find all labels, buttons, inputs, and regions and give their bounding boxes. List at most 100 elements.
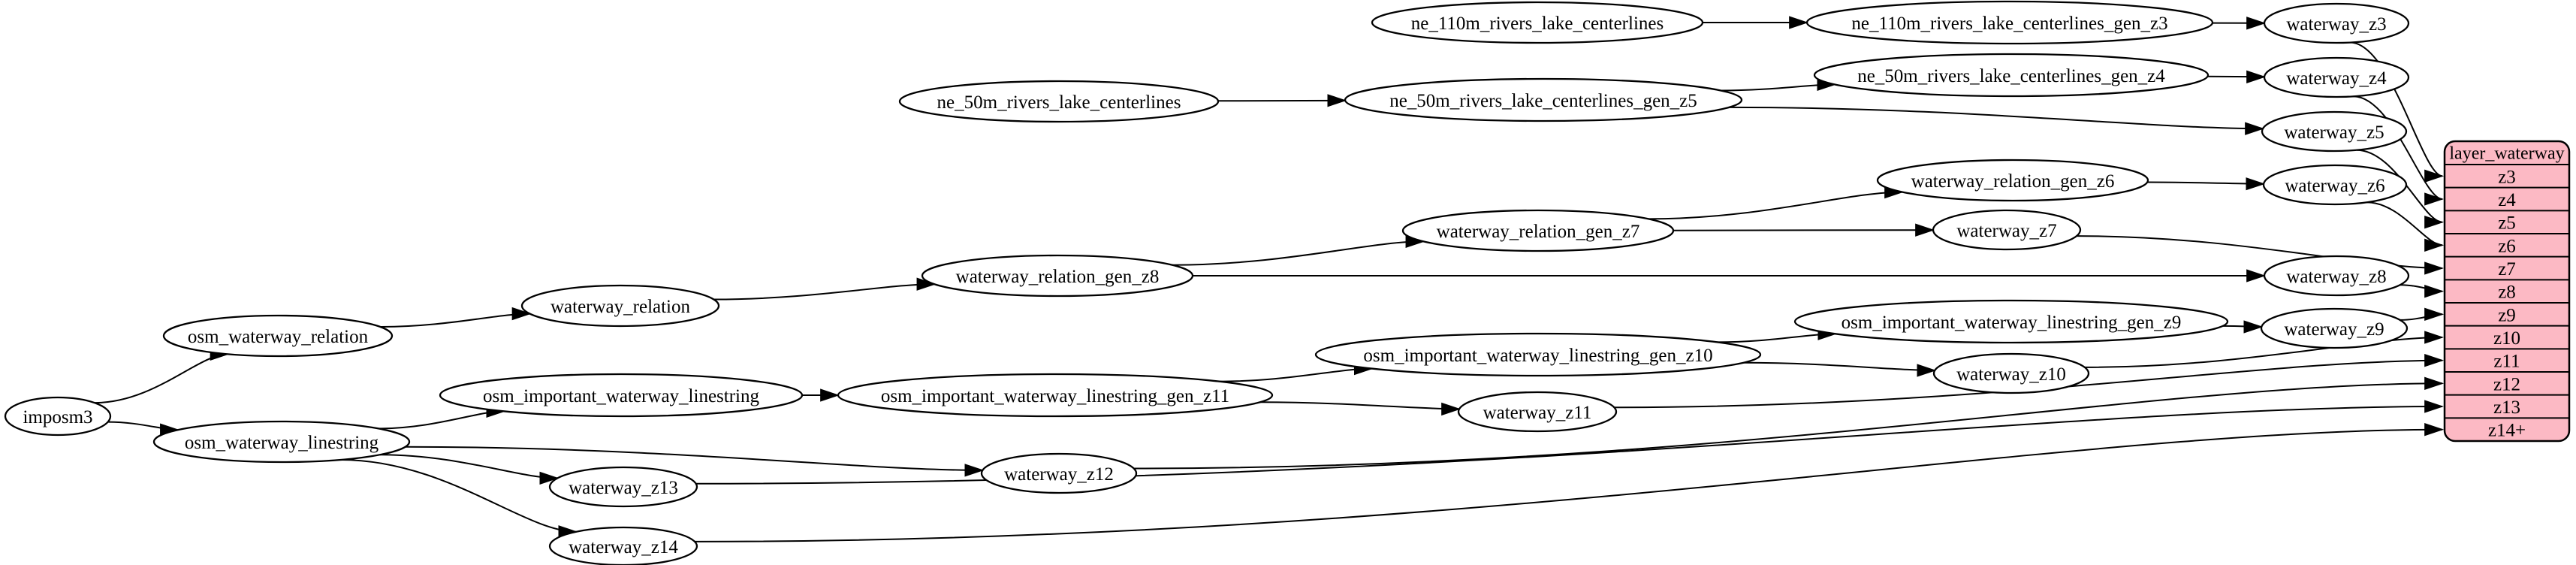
edge-waterway_z10-to-layer_waterway-z10 [2084, 331, 2445, 368]
edge-waterway_z7-to-layer_waterway-z7 [2077, 235, 2445, 275]
nodes-layer: imposm3 osm_waterway_relation osm_waterway… [4, 0, 2410, 565]
node-shape-osm_important_waterway_linestring [439, 373, 804, 418]
node-label-osm_important_waterway_linestring_gen_z9: osm_important_waterway_linestring_gen_z9 [1842, 313, 2182, 333]
edge-osm_waterway_linestring-to-waterway_z13 [379, 454, 560, 485]
node-label-ne_110m_rivers_lake_centerlines: ne_110m_rivers_lake_centerlines [1411, 14, 1664, 34]
record-row-z14+: z14+ [2488, 421, 2526, 441]
record-row-z11: z11 [2493, 352, 2520, 372]
node-shape-waterway_z3 [2263, 2, 2410, 44]
node-osm_important_waterway_linestring_gen_z11: osm_important_waterway_linestring_gen_z1… [837, 373, 1274, 418]
node-shape-waterway_relation_gen_z8 [921, 254, 1194, 298]
node-label-waterway_z5: waterway_z5 [2284, 122, 2384, 143]
edge-osm_waterway_linestring-to-waterway_z14 [340, 459, 578, 539]
node-shape-waterway_z13 [548, 466, 698, 508]
node-ne_50m_rivers_lake_centerlines_gen_z4: ne_50m_rivers_lake_centerlines_gen_z4 [1813, 53, 2210, 98]
node-label-waterway_relation: waterway_relation [550, 297, 691, 317]
node-shape-imposm3 [4, 396, 112, 437]
record-row-z10: z10 [2493, 328, 2520, 349]
edge-waterway_relation_gen_z7-to-waterway_z7 [1673, 223, 1935, 237]
node-shape-osm_waterway_relation [162, 314, 394, 358]
node-shape-ne_50m_rivers_lake_centerlines [898, 80, 1220, 123]
node-waterway_relation_gen_z6: waterway_relation_gen_z6 [1876, 159, 2149, 202]
node-label-ne_50m_rivers_lake_centerlines: ne_50m_rivers_lake_centerlines [937, 92, 1181, 113]
edge-osm_important_waterway_linestring_gen_z9-to-waterway_z9 [2222, 320, 2264, 334]
node-label-osm_important_waterway_linestring_gen_z11: osm_important_waterway_linestring_gen_z1… [881, 386, 1229, 406]
node-label-waterway_relation_gen_z7: waterway_relation_gen_z7 [1437, 222, 1640, 242]
edge-waterway_relation_gen_z7-to-waterway_relation_gen_z6 [1648, 185, 1905, 220]
edge-osm_waterway_relation-to-waterway_relation [380, 307, 532, 328]
node-label-imposm3: imposm3 [23, 407, 92, 428]
node-label-osm_waterway_relation: osm_waterway_relation [188, 327, 369, 347]
edge-waterway_z3-to-layer_waterway-z3 [2350, 41, 2445, 183]
node-osm_waterway_relation: osm_waterway_relation [162, 314, 394, 358]
node-waterway_z14: waterway_z14 [548, 526, 698, 565]
node-shape-waterway_z8 [2263, 255, 2410, 297]
node-label-waterway_z6: waterway_z6 [2285, 176, 2384, 196]
edge-osm_waterway_linestring-to-waterway_z12 [405, 446, 985, 477]
node-label-osm_waterway_linestring: osm_waterway_linestring [185, 433, 379, 453]
node-waterway_z13: waterway_z13 [548, 466, 698, 508]
edge-ne_50m_rivers_lake_centerlines_gen_z5-to-waterway_z5 [1729, 106, 2265, 135]
record-title: layer_waterway [2449, 144, 2564, 164]
record-row-z4: z4 [2498, 190, 2516, 210]
node-waterway_z7: waterway_z7 [1932, 209, 2082, 251]
node-label-waterway_z10: waterway_z10 [1956, 364, 2066, 385]
record-row-z7: z7 [2498, 259, 2516, 279]
node-shape-osm_waterway_linestring [152, 420, 411, 464]
node-imposm3: imposm3 [4, 396, 112, 437]
node-label-waterway_z12: waterway_z12 [1004, 464, 1114, 485]
node-waterway_z12: waterway_z12 [980, 452, 1138, 494]
record-layer-waterway: layer_waterwayz3z4z5z6z7z8z9z10z11z12z13… [2443, 140, 2571, 443]
node-osm_waterway_linestring: osm_waterway_linestring [152, 420, 411, 464]
edge-ne_50m_rivers_lake_centerlines_gen_z5-to-ne_50m_rivers_lake_centerlines_gen_z4 [1721, 77, 1837, 92]
edge-waterway_relation_gen_z8-to-waterway_relation_gen_z7 [1172, 234, 1425, 266]
record-row-z3: z3 [2498, 167, 2516, 187]
node-shape-ne_50m_rivers_lake_centerlines_gen_z4 [1813, 53, 2210, 98]
record-row-z8: z8 [2498, 282, 2516, 303]
node-osm_important_waterway_linestring_gen_z9: osm_important_waterway_linestring_gen_z9 [1793, 299, 2229, 344]
record-row-z9: z9 [2498, 305, 2516, 325]
node-label-waterway_z8: waterway_z8 [2286, 267, 2386, 287]
node-label-waterway_z13: waterway_z13 [569, 478, 678, 498]
node-label-waterway_z9: waterway_z9 [2284, 319, 2384, 340]
node-waterway_relation_gen_z8: waterway_relation_gen_z8 [921, 254, 1194, 298]
node-label-ne_50m_rivers_lake_centerlines_gen_z5: ne_50m_rivers_lake_centerlines_gen_z5 [1389, 91, 1697, 111]
node-shape-osm_important_waterway_linestring_gen_z11 [837, 373, 1274, 418]
node-ne_110m_rivers_lake_centerlines: ne_110m_rivers_lake_centerlines [1371, 1, 1704, 44]
node-shape-ne_110m_rivers_lake_centerlines_gen_z3 [1805, 0, 2214, 45]
edge-waterway_z11-to-layer_waterway-z11 [1614, 354, 2445, 409]
node-waterway_z3: waterway_z3 [2263, 2, 2410, 44]
node-label-waterway_relation_gen_z8: waterway_relation_gen_z8 [956, 267, 1160, 287]
record-row-z6: z6 [2498, 236, 2516, 256]
node-shape-osm_important_waterway_linestring_gen_z9 [1793, 299, 2229, 344]
edge-waterway_z4-to-layer_waterway-z4 [2353, 95, 2445, 206]
edge-waterway_relation_gen_z6-to-waterway_z6 [2147, 177, 2266, 191]
edge-imposm3-to-osm_waterway_linestring [107, 421, 180, 437]
node-shape-waterway_z12 [980, 452, 1138, 494]
node-shape-waterway_z11 [1457, 391, 1618, 433]
edge-osm_important_waterway_linestring_gen_z11-to-osm_important_waterway_linestring_gen_z10 [1219, 361, 1374, 382]
edge-osm_waterway_linestring-to-osm_important_waterway_linestring [378, 404, 506, 430]
edge-waterway_z12-to-layer_waterway-z12 [1133, 376, 2445, 470]
edge-waterway_relation-to-waterway_relation_gen_z8 [713, 277, 937, 301]
edge-imposm3-to-osm_waterway_relation [94, 347, 230, 404]
node-label-waterway_z14: waterway_z14 [569, 537, 678, 557]
record-layer: layer_waterwayz3z4z5z6z7z8z9z10z11z12z13… [2443, 140, 2571, 443]
node-label-ne_50m_rivers_lake_centerlines_gen_z4: ne_50m_rivers_lake_centerlines_gen_z4 [1857, 66, 2165, 86]
node-waterway_z5: waterway_z5 [2261, 110, 2408, 153]
node-waterway_z8: waterway_z8 [2263, 255, 2410, 297]
node-shape-ne_50m_rivers_lake_centerlines_gen_z5 [1344, 77, 1743, 122]
node-shape-waterway_z7 [1932, 209, 2082, 251]
node-waterway_relation_gen_z7: waterway_relation_gen_z7 [1401, 209, 1675, 252]
node-label-waterway_z3: waterway_z3 [2286, 14, 2386, 35]
node-shape-waterway_relation [520, 284, 720, 328]
record-row-z5: z5 [2498, 213, 2516, 234]
edge-osm_important_waterway_linestring_gen_z10-to-waterway_z10 [1742, 361, 1937, 377]
node-label-waterway_relation_gen_z6: waterway_relation_gen_z6 [1911, 171, 2115, 192]
record-row-z13: z13 [2493, 397, 2520, 418]
node-label-osm_important_waterway_linestring: osm_important_waterway_linestring [483, 386, 759, 406]
node-ne_50m_rivers_lake_centerlines: ne_50m_rivers_lake_centerlines [898, 80, 1220, 123]
node-shape-waterway_z5 [2261, 110, 2408, 153]
